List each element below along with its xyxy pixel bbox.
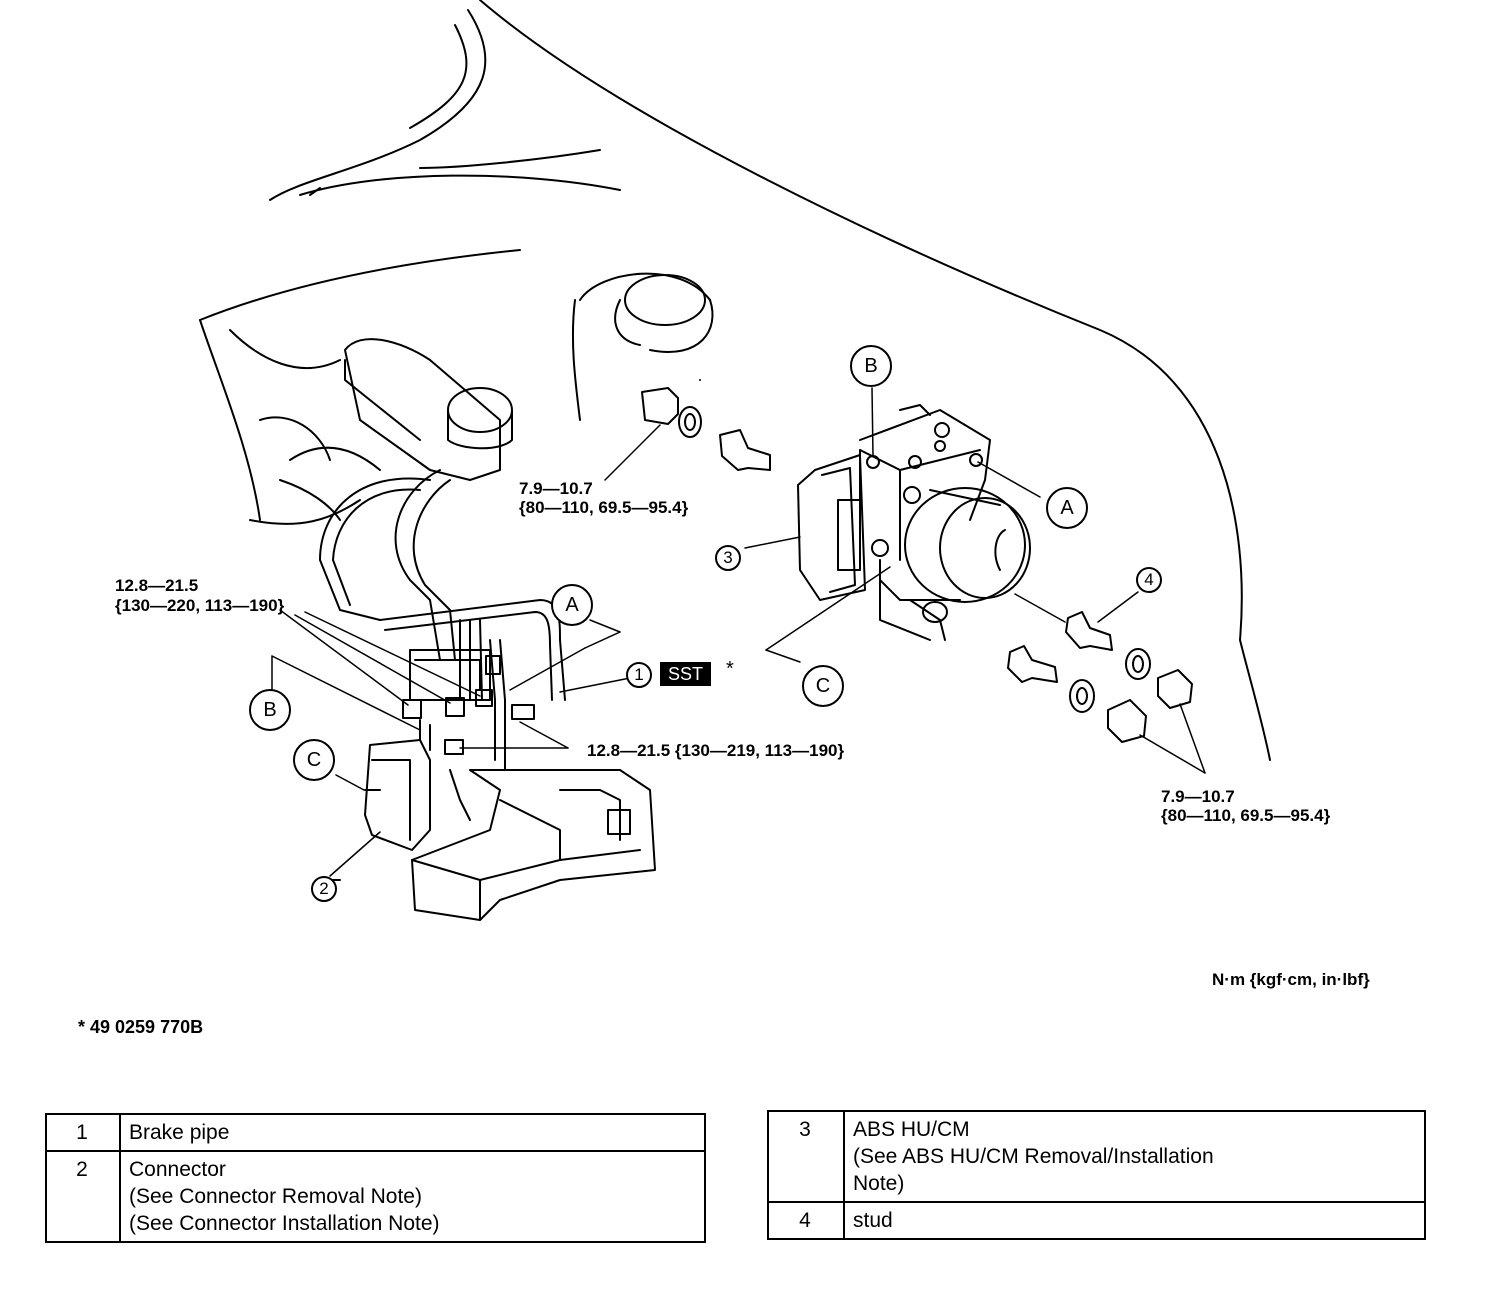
legend-table-left: 1 Brake pipe 2 Connector (See Connector … — [45, 1113, 706, 1243]
legend-row: 1 Brake pipe — [45, 1113, 706, 1152]
control-module-bracket — [797, 454, 880, 601]
legend-number: 1 — [45, 1113, 121, 1152]
fender-outline — [199, 0, 1271, 881]
torque-units: N·m {kgf·cm, in·lbf} — [1212, 970, 1370, 989]
torque-label-left-line2: {130—220, 113—190} — [115, 596, 285, 615]
master-cylinder — [199, 319, 513, 525]
mounting-bracket — [411, 769, 656, 921]
sst-tool-number: * 49 0259 770B — [78, 1017, 204, 1037]
legend-table-right: 3 ABS HU/CM (See ABS HU/CM Removal/Insta… — [767, 1110, 1426, 1240]
legend-description: Connector (See Connector Removal Note) (… — [119, 1150, 706, 1243]
legend-description: ABS HU/CM (See ABS HU/CM Removal/Install… — [843, 1110, 1426, 1203]
connector — [364, 739, 431, 851]
sst-badge: SST — [660, 662, 712, 686]
torque-label-left-line1: 12.8—21.5 — [115, 576, 199, 595]
strut-tower — [571, 272, 714, 421]
callout-c-left: C — [293, 739, 335, 781]
part-number-1: 1 — [626, 662, 652, 688]
callout-b-right: B — [850, 345, 892, 387]
legend-description: Brake pipe — [119, 1113, 706, 1152]
torque-label-right-line1: 7.9—10.7 — [1161, 787, 1235, 806]
callout-a-right: A — [1046, 487, 1088, 529]
sst-asterisk: * — [726, 658, 734, 680]
part-number-3: 3 — [715, 545, 741, 571]
callout-b-left: B — [249, 689, 291, 731]
abs-hu-cm-unit — [859, 404, 1031, 641]
leader-lines — [271, 387, 1206, 877]
legend-number: 4 — [767, 1201, 845, 1240]
legend-description: stud — [843, 1201, 1426, 1240]
legend-number: 3 — [767, 1110, 845, 1203]
abs-hydraulic-unit-exploded-diagram — [199, 0, 1271, 921]
mounting-hardware — [641, 387, 1193, 743]
callout-a-left: A — [551, 584, 593, 626]
legend-number: 2 — [45, 1150, 121, 1243]
part-number-2: 2 — [311, 876, 337, 902]
torque-label-top-line1: 7.9—10.7 — [519, 479, 593, 498]
part-number-4: 4 — [1136, 567, 1162, 593]
pipe-flare-nuts — [402, 655, 535, 755]
legend-row: 3 ABS HU/CM (See ABS HU/CM Removal/Insta… — [767, 1110, 1426, 1203]
legend-row: 4 stud — [767, 1201, 1426, 1240]
torque-label-right-line2: {80—110, 69.5—95.4} — [1161, 806, 1331, 825]
legend-row: 2 Connector (See Connector Removal Note)… — [45, 1150, 706, 1243]
torque-label-top-line2: {80—110, 69.5—95.4} — [519, 498, 689, 517]
torque-label-center: 12.8—21.5 {130—219, 113—190} — [587, 741, 845, 760]
callout-c-right: C — [802, 665, 844, 707]
